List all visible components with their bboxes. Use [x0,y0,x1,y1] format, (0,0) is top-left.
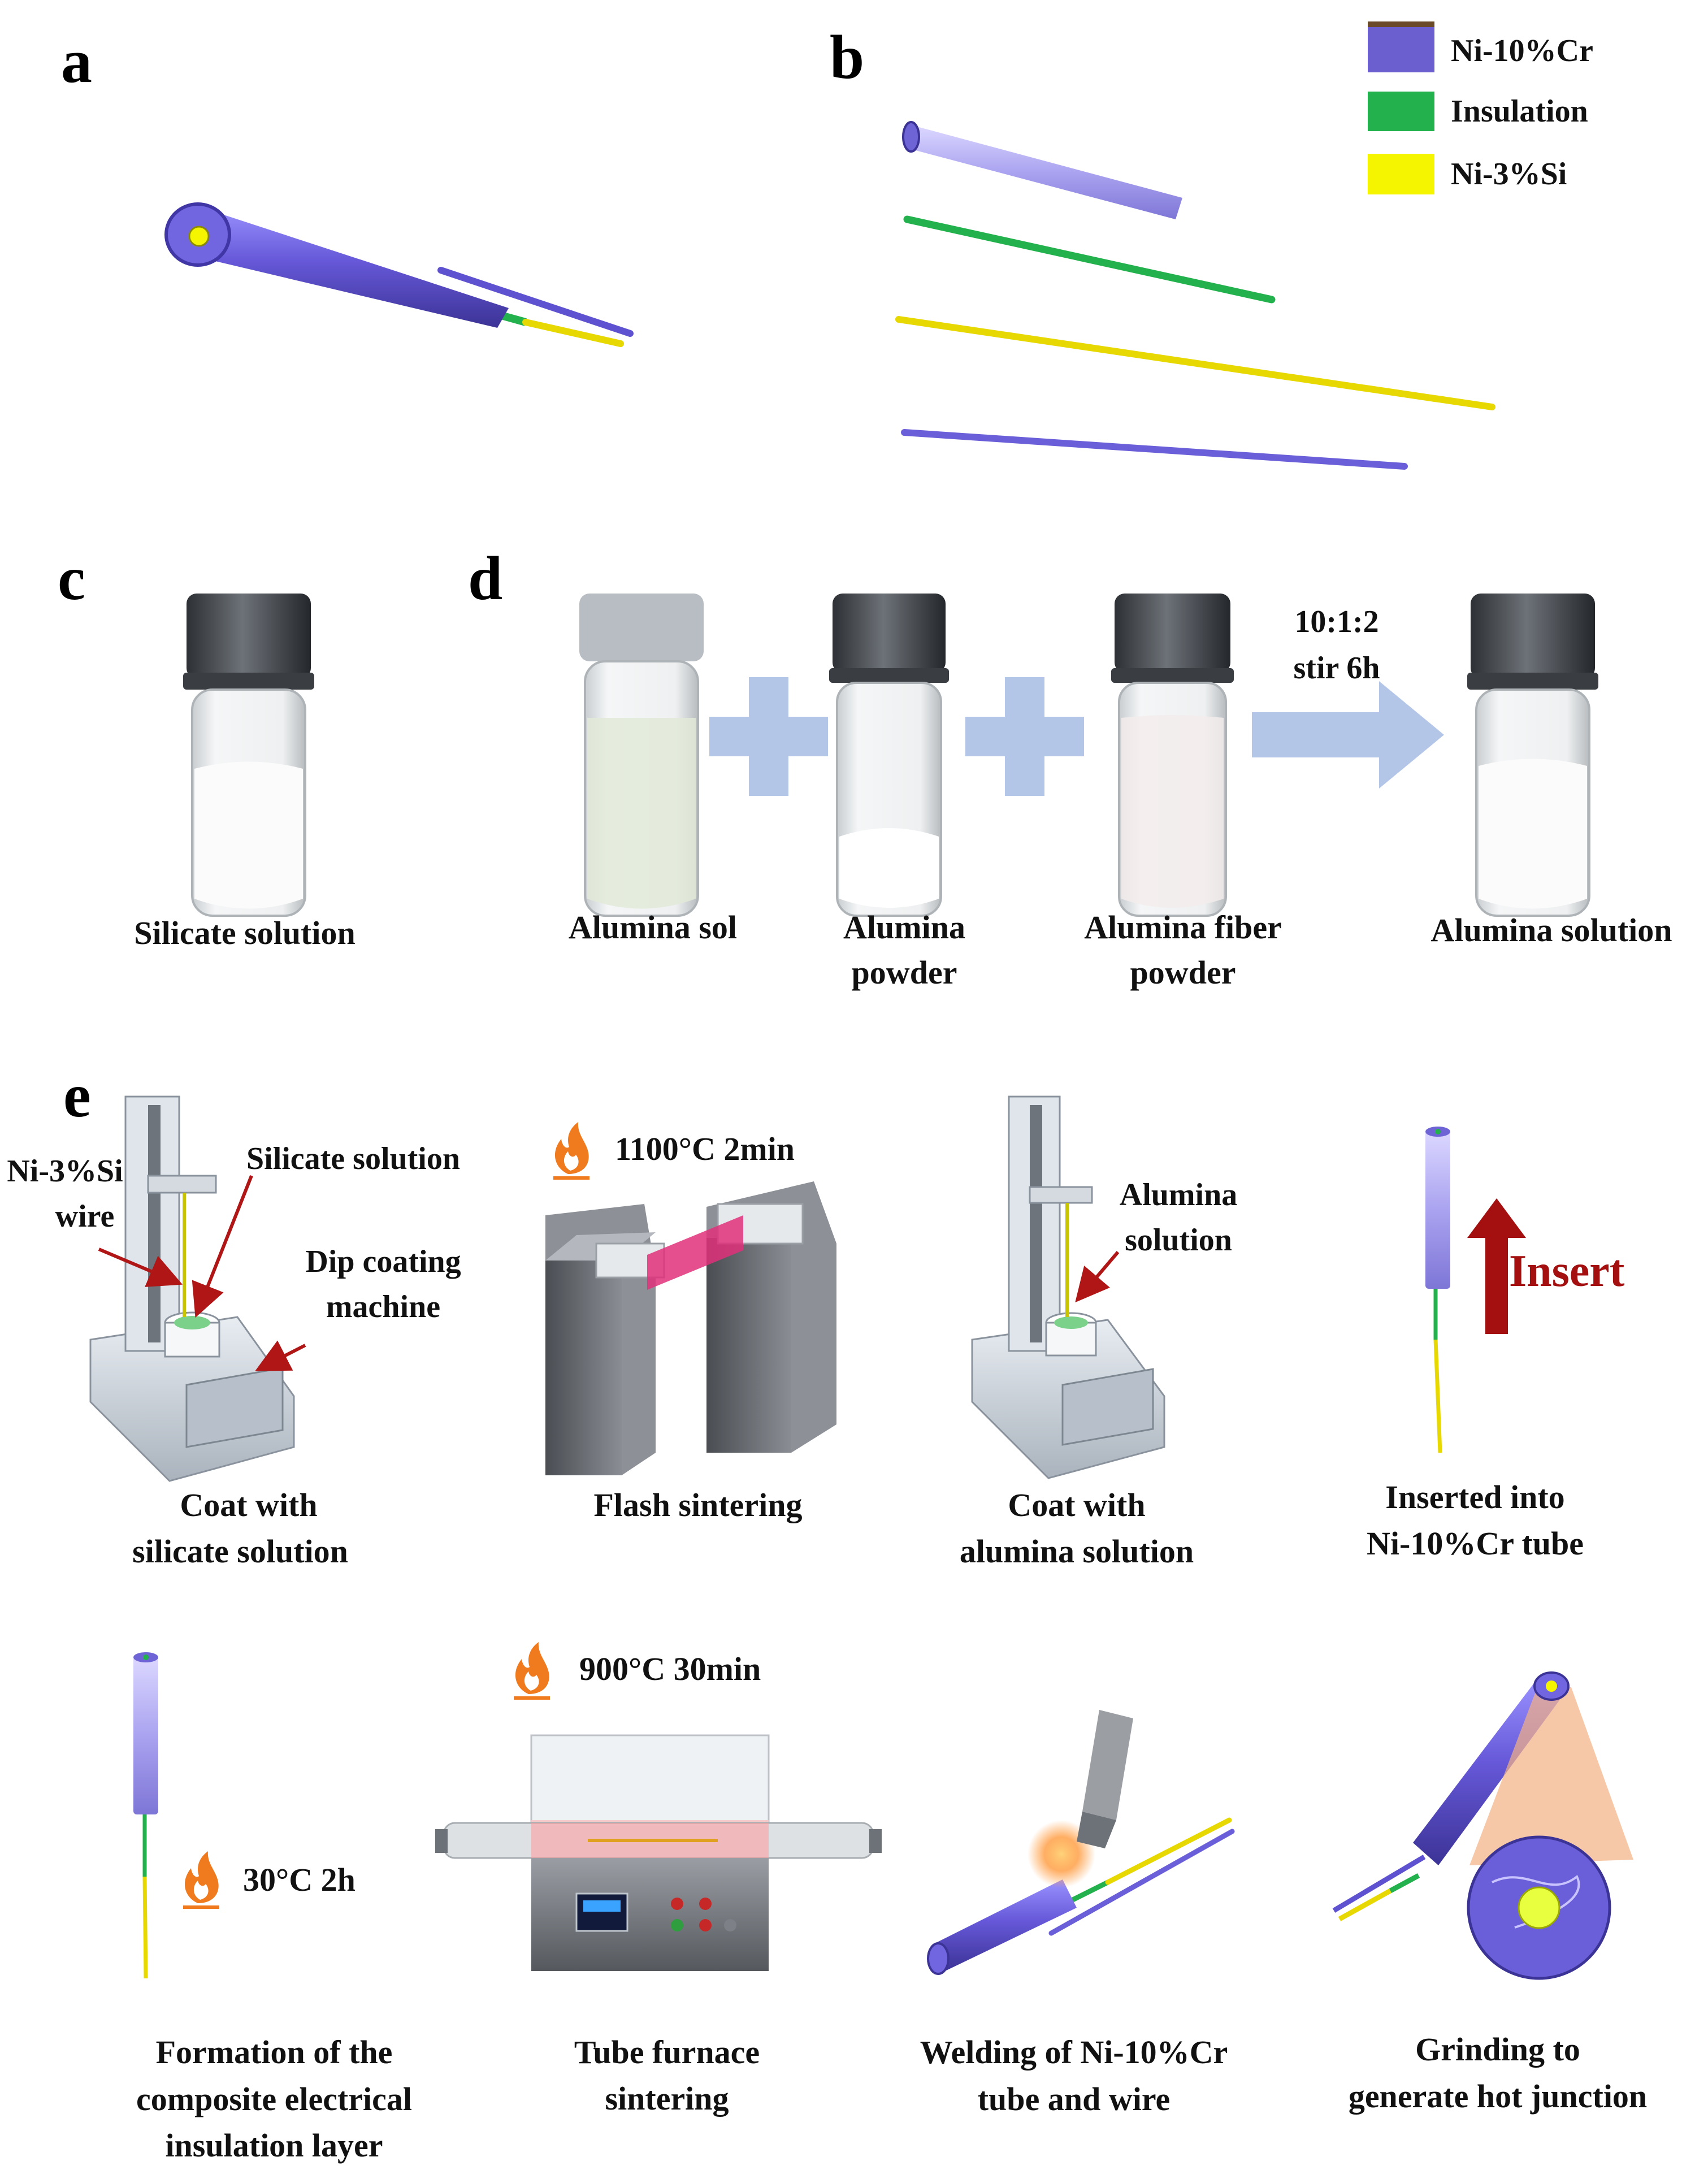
panel-label-b: b [830,23,864,92]
insulation-part [903,215,1276,304]
caption-alumina-solution: Alumina solution [1430,912,1672,948]
label-alumina-2: solution [1125,1223,1232,1258]
hot-sample [647,1215,743,1290]
caption-inserted-1: Inserted into [1385,1479,1564,1515]
vial-silicate [183,594,314,917]
label-silicate-solution: Silicate solution [246,1141,460,1176]
label-dip-coating-2: machine [326,1289,440,1324]
arrow-machine [255,1340,306,1371]
temp-room: 30°C 2h [243,1861,356,1898]
mix-arrow-icon [1252,681,1444,789]
caption-welding-2: tube and wire [978,2081,1171,2117]
stir-time: stir 6h [1294,651,1380,686]
label-dip-coating-1: Dip coating [305,1244,461,1279]
ni-si-wire [522,319,624,347]
ni-si-part [895,316,1495,410]
caption-tube-furnace-1: Tube furnace [574,2034,760,2071]
plus-icon-1 [709,677,828,796]
ni-cr-wire [437,267,634,337]
legend-label-ni-cr: Ni-10%Cr [1451,33,1593,68]
arrow-alumina [1075,1251,1120,1303]
ni-si-core [188,226,210,247]
caption-coat-silicate-1: Coat with [180,1487,317,1523]
legend-label-ni-si: Ni-3%Si [1451,157,1567,192]
temp-flash: 1100°C 2min [615,1131,795,1167]
caption-alumina-fiber-1: Alumina fiber [1084,909,1282,946]
legend-label-insulation: Insulation [1451,94,1588,129]
mix-ratio: 10:1:2 [1294,604,1378,639]
caption-alumina-powder-1: Alumina [843,909,965,946]
caption-inserted-2: Ni-10%Cr tube [1367,1525,1584,1562]
caption-coat-alumina-1: Coat with [1008,1487,1145,1523]
caption-formation-1: Formation of the [156,2034,393,2071]
caption-grinding-2: generate hot junction [1349,2078,1647,2115]
flame-icon-room-temp [183,1851,219,1909]
dip-coating-machine-2 [971,1095,1165,1479]
label-insert: Insert [1509,1246,1625,1296]
label-alumina-1: Alumina [1120,1177,1238,1212]
caption-formation-2: composite electrical [136,2081,412,2117]
panel-a-assembly [164,202,634,347]
vial-alumina-fiber [1111,594,1234,917]
caption-grinding-1: Grinding to [1415,2031,1580,2068]
ni-cr-wire-part [901,429,1408,470]
ni-cr-tube-body [187,206,509,328]
legend-swatch-ni-cr-top [1368,21,1434,27]
legend-swatch-ni-cr [1368,27,1434,72]
vial-alumina-solution [1467,594,1598,917]
caption-flash-sintering: Flash sintering [594,1487,803,1523]
composite-layer-sample [133,1652,158,1979]
caption-alumina-sol: Alumina sol [569,909,737,946]
label-ni-si-wire-1: Ni-3%Si [7,1154,123,1189]
panel-label-d: d [468,544,502,613]
label-ni-si-wire-2: wire [55,1199,115,1234]
caption-formation-3: insulation layer [165,2127,383,2164]
grinding-scene [1332,1671,1633,1980]
panel-label-e: e [63,1061,91,1130]
tube-with-wire-insert [1425,1127,1450,1453]
panel-label-a: a [61,27,92,96]
caption-welding-1: Welding of Ni-10%Cr [920,2034,1228,2071]
welding-scene [927,1710,1235,1975]
ni-cr-tube-part-end [902,121,920,153]
legend-swatch-ni-si [1368,154,1434,194]
caption-alumina-powder-2: powder [852,954,957,991]
insert-arrow-icon [1467,1198,1526,1334]
temp-furnace: 900°C 30min [579,1651,761,1687]
vial-alumina-powder [829,594,949,917]
caption-coat-alumina-2: alumina solution [960,1533,1194,1570]
flash-sintering-electrodes [545,1181,836,1475]
caption-alumina-fiber-2: powder [1130,954,1236,991]
legend: Ni-10%Cr Insulation Ni-3%Si [1368,21,1593,194]
panel-label-c: c [58,544,85,613]
tube-furnace [435,1734,882,1971]
arrow-ni-wire [98,1248,183,1287]
flame-icon-furnace [514,1642,550,1700]
legend-swatch-insulation [1368,92,1434,131]
vial-alumina-sol [579,594,704,917]
panel-b-components [895,121,1495,470]
caption-coat-silicate-2: silicate solution [132,1533,348,1570]
caption-tube-furnace-2: sintering [605,2080,729,2117]
flame-icon-flash [553,1122,589,1180]
arrow-silicate [192,1175,253,1318]
caption-silicate-solution: Silicate solution [134,915,356,951]
plus-icon-2 [965,677,1084,796]
ni-cr-tube-part [907,125,1182,219]
